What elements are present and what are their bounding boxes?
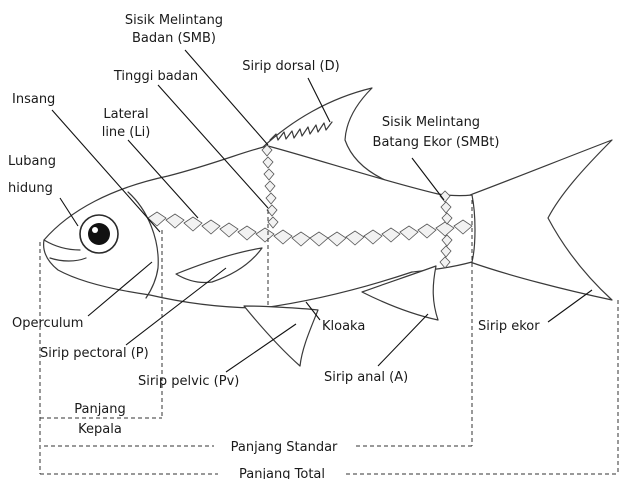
label-sirip-ekor: Sirip ekor — [478, 319, 540, 334]
label-smb-1: Sisik Melintang — [125, 13, 223, 28]
label-smbt-1: Sisik Melintang — [382, 115, 480, 130]
label-lateral-2: line (Li) — [102, 125, 151, 140]
eye-highlight — [92, 227, 98, 233]
label-kloaka: Kloaka — [322, 319, 365, 334]
label-lateral-1: Lateral — [103, 107, 148, 122]
caudal-fin — [470, 140, 612, 300]
eye-pupil — [88, 223, 110, 245]
label-panjang-kepala-1: Panjang — [74, 402, 126, 417]
label-lubang-1: Lubang — [8, 154, 56, 169]
label-smbt-2: Batang Ekor (SMBt) — [373, 135, 500, 150]
leader-ekor — [548, 290, 592, 322]
label-sirip-pectoral: Sirip pectoral (P) — [40, 346, 149, 361]
label-panjang-total: Panjang Total — [239, 467, 325, 479]
label-insang: Insang — [12, 92, 55, 107]
label-operculum: Operculum — [12, 316, 83, 331]
label-sirip-pelvic: Sirip pelvic (Pv) — [138, 374, 239, 389]
label-tinggi-badan: Tinggi badan — [113, 69, 198, 84]
label-smb-2: Badan (SMB) — [132, 31, 216, 46]
label-sirip-dorsal: Sirip dorsal (D) — [242, 59, 339, 74]
leader-anal — [378, 314, 428, 366]
label-panjang-standar: Panjang Standar — [231, 440, 338, 455]
label-sirip-anal: Sirip anal (A) — [324, 370, 408, 385]
label-lubang-2: hidung — [8, 181, 53, 196]
label-panjang-kepala-2: Kepala — [78, 422, 122, 437]
pelvic-fin — [244, 306, 318, 366]
